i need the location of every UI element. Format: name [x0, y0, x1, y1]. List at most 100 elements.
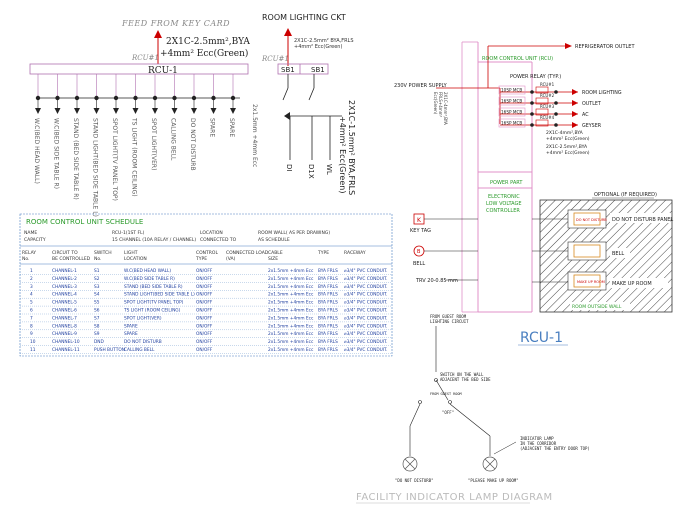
dnd-panel-label-bg: [610, 213, 670, 223]
channel-arrow: [74, 108, 80, 114]
relay-node: [530, 90, 534, 94]
vertical-cable-label: 2x1.5mm +4mm Ecc: [251, 104, 258, 167]
name-value: RCU-1(1ST FL): [112, 230, 145, 236]
capacity-value: 15 CHANNEL (10A RELAY / CHANNEL): [112, 237, 196, 243]
from-guest-box-1: FROM GUEST ROOM: [430, 392, 462, 396]
schedule-cell: ON/OFF: [196, 268, 213, 274]
schedule-cell: CHANNEL-2: [52, 276, 77, 282]
output-node: [554, 101, 558, 105]
schedule-cell: BYA FRLS: [318, 276, 338, 282]
schedule-cell: ON/OFF: [196, 347, 213, 353]
schedule-cell: BYA FRLS: [318, 292, 338, 298]
mcb-box: [498, 85, 526, 95]
schedule-cell: 9: [30, 331, 33, 337]
capacity-label: CAPACITY: [24, 237, 46, 243]
schedule-cell: BYA FRLS: [318, 308, 338, 314]
mcb-box: [498, 107, 526, 117]
schedule-cell: ON/OFF: [196, 276, 213, 282]
dnd-indicator: [573, 212, 601, 226]
room-ckt-cable-1: 2X1C-1.5mm² BYA,FRLS: [347, 100, 356, 195]
indicator-lamp-diagram: FROM GUEST ROOM LIGHTING CIRCUIT SWITCH …: [356, 314, 590, 504]
lamp-dnd-x2: [404, 458, 416, 470]
lamp-mur-x2: [484, 458, 496, 470]
connected-label: CONNECTED TO: [200, 237, 237, 243]
schedule-cell: ON/OFF: [196, 331, 213, 337]
room-ckt-small-cable-2: +4mm² Ecc(Green): [294, 44, 342, 50]
schedule-cell: CHANNEL-11: [52, 347, 80, 353]
room-ckt-arrow-left: [284, 112, 290, 120]
schedule-cell: ⌀3/4" PVC CONDUIT.: [344, 347, 388, 353]
schedule-cell: BYA FRLS: [318, 339, 338, 345]
channel-label: SPOT LIGHT(TV PANEL TOP): [111, 118, 118, 201]
switch-contact-2: [448, 400, 452, 404]
room-ckt-rcu-tag: RCU#1: [261, 55, 289, 63]
channel-arrow: [210, 108, 217, 114]
channel-arrow: [132, 108, 139, 114]
supply-cable-2: FRLS+4mm²: [438, 92, 443, 118]
schedule-cell: SPARE: [124, 323, 138, 329]
schedule-cell: 2x1.5mm +4mm Ecc: [268, 347, 314, 353]
schedule-cell: CHANNEL-6: [52, 308, 77, 314]
schedule-cell: DND: [94, 339, 105, 345]
channel-arrow: [171, 108, 178, 114]
schedule-cell: 10: [30, 339, 36, 345]
schedule-header-cell: CONNECTED LOAD(VA): [226, 250, 269, 262]
rcu-1-bus-box: [29, 63, 249, 75]
switch-contact-1: [418, 400, 422, 404]
room-ckt-small-cable-1: 2X1C-2.5mm² BYA,FRLS: [294, 38, 354, 44]
channel-label: SPARE: [209, 118, 216, 137]
schedule-border: [19, 213, 393, 357]
schedule-cell: CHANNEL-10: [52, 339, 80, 345]
mcb-box: [498, 96, 526, 106]
room-ckt-cable-2: +4mm² Ecc(Green): [338, 116, 347, 193]
lamp-dnd: [402, 456, 418, 472]
rcu-1-bus-label: RCU-1: [148, 66, 178, 76]
output-arrow: [572, 89, 578, 95]
feed-section: FEED FROM KEY CARD 2X1C-2.5mm²,BYA +4mm²…: [29, 19, 258, 217]
key-tag-label: KEY TAG: [410, 228, 431, 234]
schedule-cell: 2x1.5mm +4mm Ecc: [268, 339, 314, 345]
bell-indicator: [573, 244, 601, 258]
output-label: OUTLET: [582, 101, 601, 107]
relay-rcu-num: RCU#4: [540, 115, 555, 120]
output-arrow: [572, 122, 578, 128]
relay-rcu-num: RCU#2: [540, 93, 555, 98]
schedule-cell: 2x1.5mm +4mm Ecc: [268, 284, 314, 290]
channel-label: TS LIGHT (ROOM CEILING): [131, 117, 138, 197]
mcb-label: 16SP MCB: [501, 99, 522, 104]
mur-lamp-label: "PLEASE MAKE UP ROOM": [468, 478, 519, 483]
mur-box-text: MAKE UP ROOM: [577, 280, 605, 284]
schedule-cell: ⌀3/4" PVC CONDUIT.: [344, 315, 388, 321]
schedule-cell: S7: [94, 315, 100, 321]
schedule-cell: S3: [94, 284, 100, 290]
connected-value: AS SCHEDULE: [258, 237, 290, 243]
schedule-cell: S2: [94, 276, 100, 282]
rcu-tag-1: RCU#1: [131, 54, 159, 62]
schedule-cell: ON/OFF: [196, 300, 213, 306]
bell-box-label: BELL: [612, 251, 624, 257]
sb1-label: SB1: [281, 66, 295, 74]
lamp-text-2: IN THE CORRIDOR: [520, 441, 557, 446]
schedule-cell: 2x1.5mm +4mm Ecc: [268, 331, 314, 337]
branch-left: [409, 403, 421, 427]
channel-drops: W.C(BED HEAD WALL)W.C(BED SIDE TABLE R)S…: [33, 74, 236, 217]
channel-label: CALLING BELL: [170, 118, 177, 161]
schedule-cell: 2x1.5mm +4mm Ecc: [268, 292, 314, 298]
channel-arrow: [35, 108, 41, 114]
relay-rcu-num: RCU#1: [540, 82, 555, 87]
schedule-cell: BYA FRLS: [318, 315, 338, 321]
schedule-cell: SPOT LIGHT(TV PANEL TOP): [124, 300, 184, 306]
output-label: GEYSER: [582, 123, 602, 129]
supply-cable-1: 2X1C-4mm²,BYA: [443, 92, 448, 125]
rcu-panel: REFRIGERATOR OUTLET ROOM CONTROL UNIT (R…: [394, 41, 673, 346]
mur-box: [567, 271, 607, 291]
mur-label: MAKE UP ROOM: [612, 281, 652, 287]
schedule-cell: W.C(BED HEAD WALL): [124, 268, 171, 274]
switch-text-1: SWITCH ON THE WALL: [440, 372, 484, 377]
schedule-cell: CHANNEL-7: [52, 315, 77, 321]
cable-a-1: 2X1C-4mm²,BYA: [546, 130, 584, 136]
mcb-box: [498, 118, 526, 128]
